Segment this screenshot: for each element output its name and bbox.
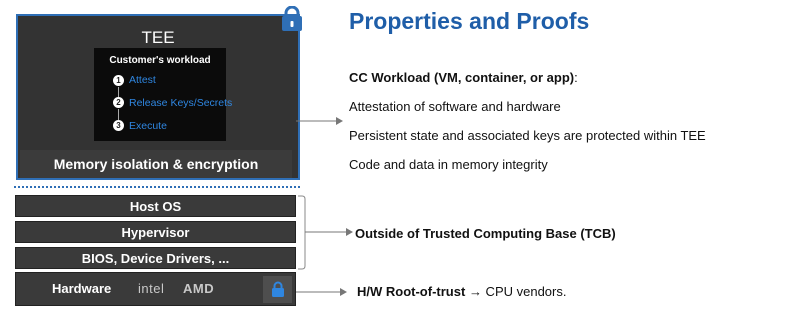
- arrow-hw-root: [296, 288, 347, 296]
- hardware-bar: [15, 272, 296, 306]
- step-number-3: 3: [113, 120, 124, 131]
- workload-title: Customer's workload: [109, 55, 211, 66]
- workload-bold: CC Workload (VM, container, or app): [349, 70, 575, 85]
- step-connector: [118, 109, 119, 120]
- tcb-separator: [14, 186, 300, 188]
- property-memory-integrity: Code and data in memory integrity: [349, 157, 548, 172]
- step-release-keys: Release Keys/Secrets: [129, 97, 233, 109]
- property-attestation: Attestation of software and hardware: [349, 99, 561, 114]
- panel-heading: Properties and Proofs: [349, 8, 590, 34]
- hw-root-line: H/W Root-of-trust → CPU vendors.: [357, 284, 566, 299]
- tee-title: TEE: [141, 28, 175, 47]
- lock-icon: [282, 6, 302, 31]
- hw-root-rest: → CPU vendors.: [468, 284, 567, 299]
- step-number-2: 2: [113, 97, 124, 108]
- step-connector: [118, 87, 119, 97]
- workload-colon: :: [574, 70, 578, 85]
- memory-isolation-bar: Memory isolation & encryption: [20, 150, 292, 178]
- amd-logo: AMD: [183, 281, 215, 296]
- outside-tcb-label: Outside of Trusted Computing Base (TCB): [355, 226, 616, 241]
- bracket-outside-tcb: [298, 195, 353, 270]
- intel-logo: intel: [138, 281, 165, 296]
- arrow-tee-properties: [296, 117, 343, 125]
- lock-icon: [272, 281, 284, 297]
- layer-bios-drivers: BIOS, Device Drivers, ...: [15, 247, 296, 269]
- step-execute: Execute: [129, 120, 167, 132]
- hw-root-bold: H/W Root-of-trust: [357, 284, 466, 299]
- property-persistent-state: Persistent state and associated keys are…: [349, 128, 706, 143]
- layer-host-os: Host OS: [15, 195, 296, 217]
- layer-hypervisor: Hypervisor: [15, 221, 296, 243]
- step-number-1: 1: [113, 75, 124, 86]
- step-attest: Attest: [129, 74, 156, 86]
- hardware-label: Hardware: [52, 281, 112, 296]
- workload-line: CC Workload (VM, container, or app):: [349, 70, 578, 85]
